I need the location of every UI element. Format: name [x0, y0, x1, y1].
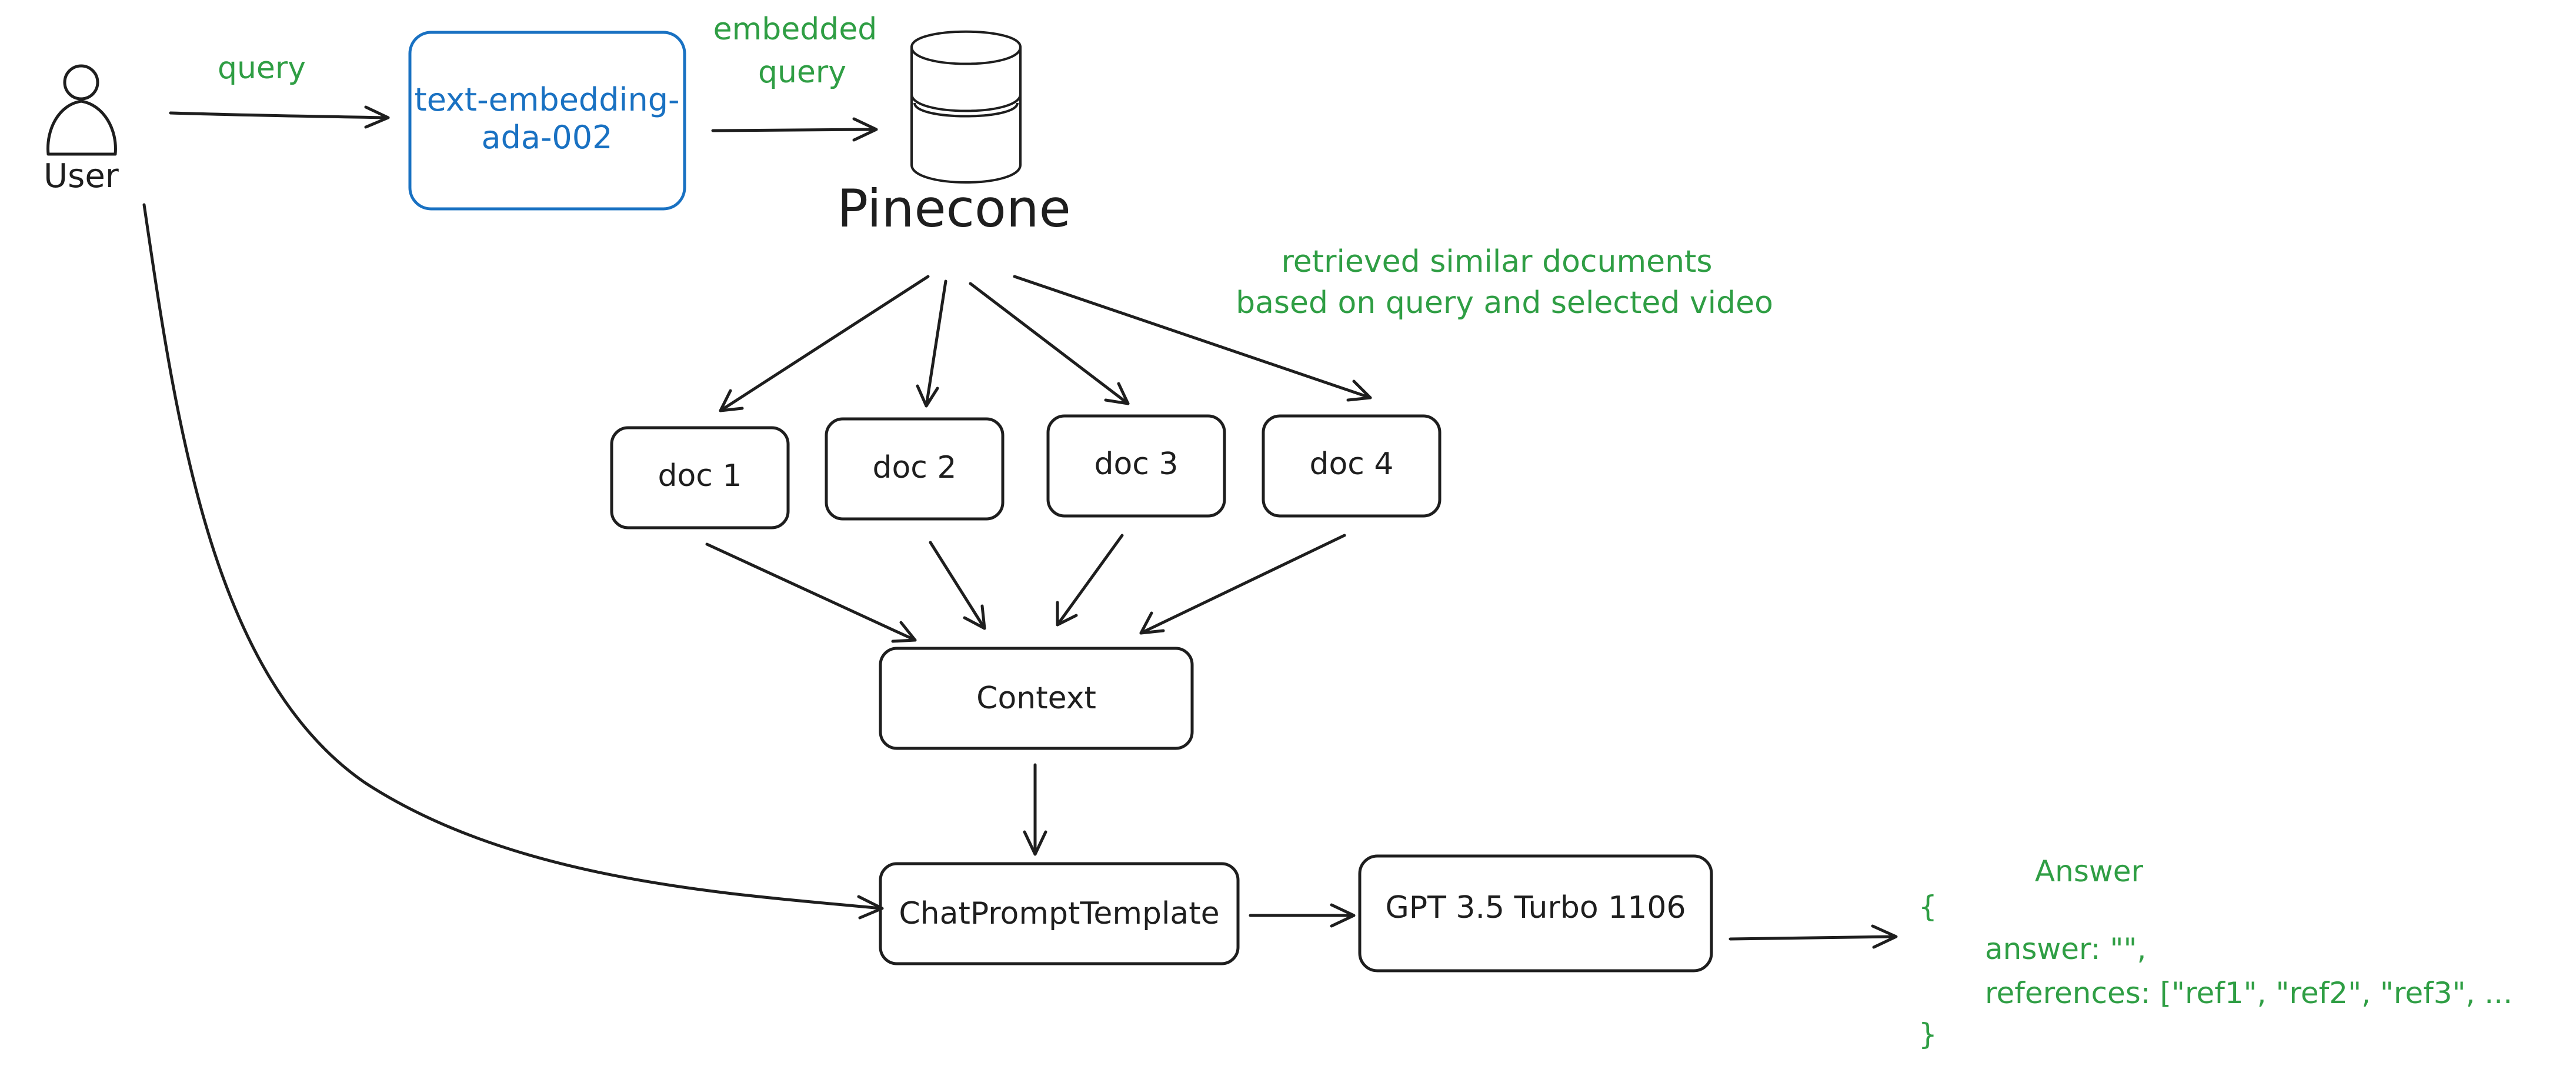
edge-label-retrieved-line2: based on query and selected video — [1236, 285, 1773, 321]
doc-label-2: doc 2 — [872, 450, 956, 485]
user-actor: User — [44, 64, 119, 195]
embedding-model-label-line1: text-embedding- — [415, 81, 680, 118]
answer-references-line: references: ["ref1", "ref2", "ref3", ... — [1985, 976, 2512, 1010]
answer-open-brace: { — [1918, 890, 1937, 924]
prompt-template-node: ChatPromptTemplate — [879, 862, 1240, 965]
vector-db-label: Pinecone — [837, 178, 1071, 239]
edge-label-retrieved-line1: retrieved similar documents — [1281, 244, 1712, 279]
doc-label-3: doc 3 — [1094, 447, 1178, 482]
doc-label-4: doc 4 — [1309, 447, 1393, 482]
answer-output: Answer { answer: "", references: ["ref1"… — [1918, 854, 2512, 1051]
llm-node: GPT 3.5 Turbo 1106 — [1358, 854, 1713, 973]
doc-node-3: doc 3 — [1046, 414, 1226, 518]
edge-label-embedded-line1: embedded — [713, 12, 877, 47]
database-icon: Pinecone — [837, 30, 1071, 239]
doc-node-4: doc 4 — [1262, 414, 1442, 518]
edge-llm-to-answer — [1729, 924, 1898, 949]
edge-docs-to-context — [705, 534, 1346, 643]
answer-close-brace: } — [1918, 1017, 1937, 1051]
doc-node-1: doc 1 — [610, 426, 790, 529]
embedding-model-node: text-embedding- ada-002 — [408, 31, 686, 211]
edge-embedded-query: embedded query — [711, 12, 878, 142]
context-node: Context — [879, 647, 1194, 750]
edge-label-embedded-line2: query — [758, 55, 846, 90]
edge-prompt-to-llm — [1249, 903, 1356, 928]
doc-node-2: doc 2 — [825, 417, 1005, 521]
user-icon-head — [63, 64, 99, 101]
answer-field-line: answer: "", — [1985, 932, 2146, 966]
edge-label-query: query — [218, 51, 306, 86]
answer-title: Answer — [2035, 854, 2144, 888]
context-label: Context — [976, 681, 1096, 716]
user-icon-body — [46, 99, 117, 156]
user-label: User — [44, 157, 119, 195]
edge-user-to-prompt — [142, 203, 884, 920]
embedding-model-label-line2: ada-002 — [481, 119, 612, 156]
edge-context-to-prompt — [1023, 763, 1047, 856]
doc-label-1: doc 1 — [658, 458, 742, 494]
prompt-template-label: ChatPromptTemplate — [899, 896, 1219, 931]
llm-label: GPT 3.5 Turbo 1106 — [1385, 890, 1686, 925]
edge-db-to-docs — [719, 275, 1372, 412]
edge-query: query — [169, 51, 390, 129]
